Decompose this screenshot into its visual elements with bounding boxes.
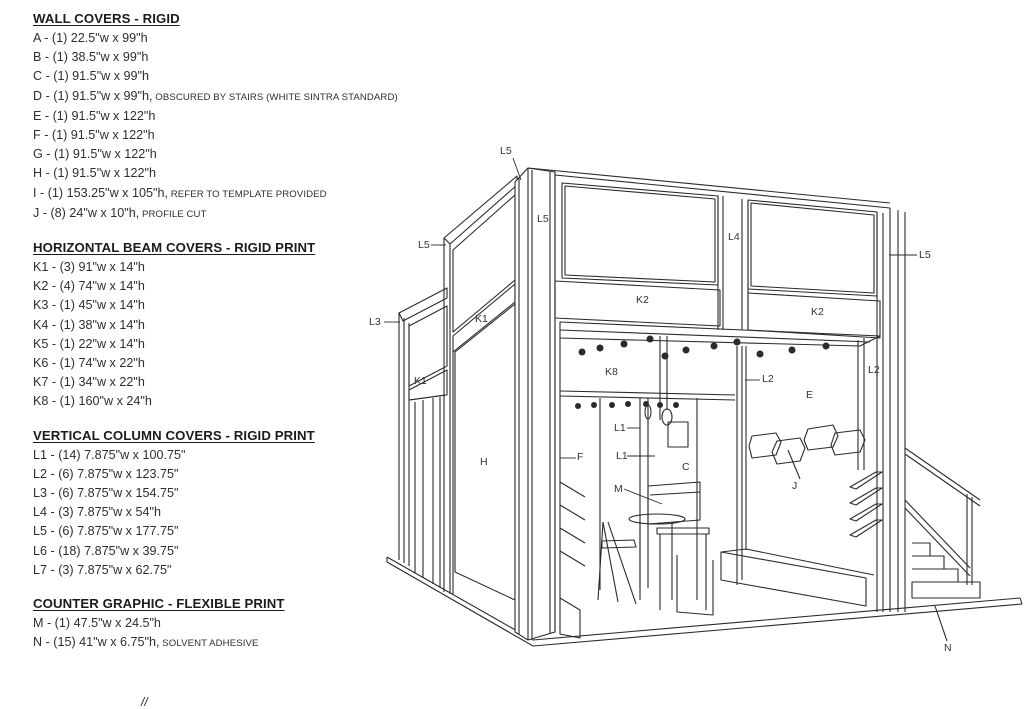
spec-item-n: N - (15) 41"w x 6.75"h, SOLVENT ADHESIVE [33,635,259,650]
spec-item-k6: K6 - (1) 74"w x 22"h [33,356,145,371]
section-title: VERTICAL COLUMN COVERS - RIGID PRINT [33,427,315,443]
left-wing [398,287,448,588]
callout-e: E [806,389,814,401]
section-title: COUNTER GRAPHIC - FLEXIBLE PRINT [33,596,285,612]
f-wall-shelves [559,481,586,639]
section-title: HORIZONTAL BEAM COVERS - RIGID PRINT [33,240,316,256]
callout-l4: L4 [728,231,740,243]
spec-note: PROFILE CUT [139,208,207,220]
interior-walls [559,338,865,600]
spec-note: REFER TO TEMPLATE PROVIDED [167,188,327,200]
callout-l2-right: L2 [868,364,880,376]
upper-header-frame [527,167,906,612]
callout-k1-lower: K1 [414,375,427,387]
counter-and-stools [597,481,714,616]
spec-item-i: I - (1) 153.25"w x 105"h, REFER TO TEMPL… [33,185,327,200]
spec-item-h: H - (1) 91.5"w x 122"h [33,166,157,181]
spec-item-k7: K7 - (1) 34"w x 22"h [33,375,145,390]
spec-item-g: G - (1) 91.5"w x 122"h [33,147,157,162]
section-title: WALL COVERS - RIGID [33,11,180,26]
spec-item-l4: L4 - (3) 7.875"w x 54"h [33,505,161,520]
callout-l5-top: L5 [500,145,512,157]
callout-l5-left: L5 [418,239,430,251]
spec-item-l5: L5 - (6) 7.875"w x 177.75" [33,524,179,539]
leader-lines [384,157,917,505]
callout-n: N [944,642,952,654]
spec-item-k4: K4 - (1) 38"w x 14"h [33,317,145,332]
spec-item-k3: K3 - (1) 45"w x 14"h [33,298,145,313]
spec-item-k2: K2 - (4) 74"w x 14"h [33,279,145,294]
specification-list: WALL COVERS - RIGID A - (1) 22.5"w x 99"… [33,10,453,668]
section-wall-covers: WALL COVERS - RIGID A - (1) 22.5"w x 99"… [33,10,453,224]
spec-item-f: F - (1) 91.5"w x 122"h [33,128,155,143]
spec-item-k5: K5 - (1) 22"w x 14"h [33,336,145,351]
callout-j: J [792,480,798,492]
callout-l5-right: L5 [919,249,931,261]
spec-note: OBSCURED BY STAIRS (WHITE SINTRA STANDAR… [152,91,398,103]
spec-item-b: B - (1) 38.5"w x 99"h [33,50,149,65]
track-lights [575,335,830,409]
spec-note: SOLVENT ADHESIVE [159,638,259,650]
callout-f: F [577,451,584,463]
j-hex-panels [748,424,866,480]
spec-item-a: A - (1) 22.5"w x 99"h [33,31,148,45]
middle-left-wing [443,175,518,601]
platform-riser [720,471,883,607]
spec-item-k8: K8 - (1) 160"w x 24"h [33,394,152,409]
callout-l5-corner: L5 [537,213,549,225]
callout-l1-upper: L1 [614,422,626,434]
spec-item-e: E - (1) 91.5"w x 122"h [33,108,156,123]
callout-c: C [682,461,690,473]
spec-item-m: M - (1) 47.5"w x 24.5"h [33,616,161,631]
callout-k8: K8 [605,366,618,378]
front-corner-column [514,167,556,641]
spec-item-c: C - (1) 91.5"w x 99"h [33,69,150,84]
spec-item-l3: L3 - (6) 7.875"w x 154.75" [33,486,179,501]
spec-item-k1: K1 - (3) 91"w x 14"h [33,260,145,275]
footer-mark: // [141,695,148,709]
stairs [904,447,981,642]
callout-k2-left: K2 [636,294,649,306]
spec-item-d: D - (1) 91.5"w x 99"h, OBSCURED BY STAIR… [33,88,398,103]
callout-l2-center: L2 [762,373,774,385]
floor-platform [386,556,1023,647]
callout-l1-lower: L1 [616,450,628,462]
spec-item-l1: L1 - (14) 7.875"w x 100.75" [33,447,186,462]
spec-item-l7: L7 - (3) 7.875"w x 62.75" [33,562,172,577]
section-counter-graphic: COUNTER GRAPHIC - FLEXIBLE PRINT M - (1)… [33,595,453,653]
callout-k1-upper: K1 [475,313,488,325]
spec-item-j: J - (8) 24"w x 10"h, PROFILE CUT [33,205,207,220]
callout-m: M [614,483,623,495]
spec-item-l2: L2 - (6) 7.875"w x 123.75" [33,466,179,481]
callout-h: H [480,456,488,468]
section-vertical-column-covers: VERTICAL COLUMN COVERS - RIGID PRINT L1 … [33,427,453,580]
spec-item-l6: L6 - (18) 7.875"w x 39.75" [33,543,179,558]
callout-k2-right: K2 [811,306,824,318]
section-horizontal-beam-covers: HORIZONTAL BEAM COVERS - RIGID PRINT K1 … [33,239,453,412]
callout-l3: L3 [369,316,381,328]
